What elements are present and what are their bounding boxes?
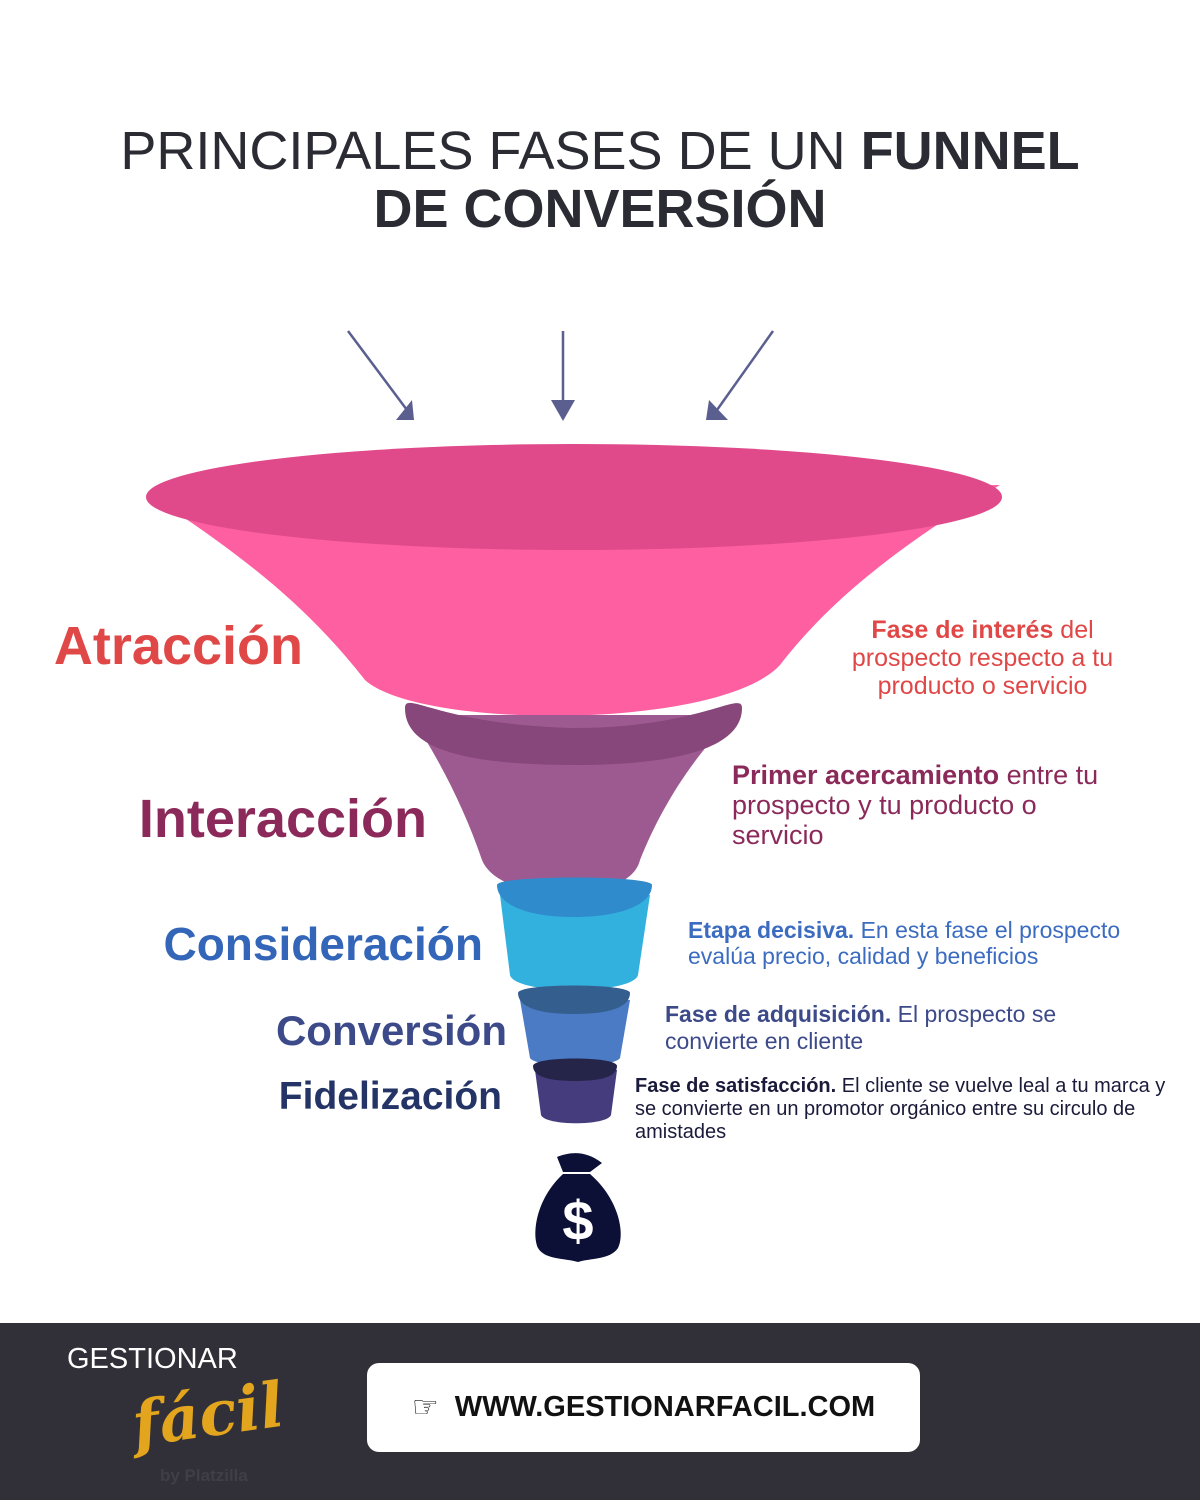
funnel-diagram: $ <box>146 330 1002 1262</box>
stage-label-consideracion: Consideración <box>163 918 483 970</box>
stage-label-fidelizacion: Fidelización <box>278 1075 502 1118</box>
money-bag-icon: $ <box>535 1153 621 1262</box>
page-title: PRINCIPALES FASES DE UN FUNNEL DE CONVER… <box>120 121 1080 239</box>
stage-label-interaccion: Interacción <box>138 789 427 849</box>
website-link[interactable]: ☞ WWW.GESTIONARFACIL.COM <box>367 1363 920 1452</box>
stage-description-fidelizacion: Fase de satisfacción. El cliente se vuel… <box>635 1075 1166 1143</box>
stage-description-atraccion: Fase de interés del prospecto respecto a… <box>851 616 1114 700</box>
stage-description-consideracion: Etapa decisiva. En esta fase el prospect… <box>688 917 1121 969</box>
arrow-down-icon <box>346 330 775 421</box>
svg-text:$: $ <box>562 1189 593 1252</box>
funnel-stage-consideracion <box>497 877 652 990</box>
pointing-hand-icon: ☞ <box>411 1391 439 1424</box>
website-url[interactable]: WWW.GESTIONARFACIL.COM <box>454 1391 876 1423</box>
funnel-stage-fidelizacion <box>533 1058 617 1124</box>
stage-label-atraccion: Atracción <box>53 616 303 676</box>
stage-description-interaccion: Primer acercamiento entre tu prospecto y… <box>732 760 1099 850</box>
stage-label-conversion: Conversión <box>275 1007 507 1054</box>
stage-description-conversion: Fase de adquisición. El prospecto se con… <box>665 1001 1057 1054</box>
funnel-stage-atraccion <box>146 444 1002 716</box>
logo-text: GESTIONAR <box>67 1343 238 1375</box>
funnel-stage-interaccion <box>405 702 742 894</box>
funnel-stage-conversion <box>518 985 630 1066</box>
logo-byline: by Platzilla <box>160 1466 248 1485</box>
